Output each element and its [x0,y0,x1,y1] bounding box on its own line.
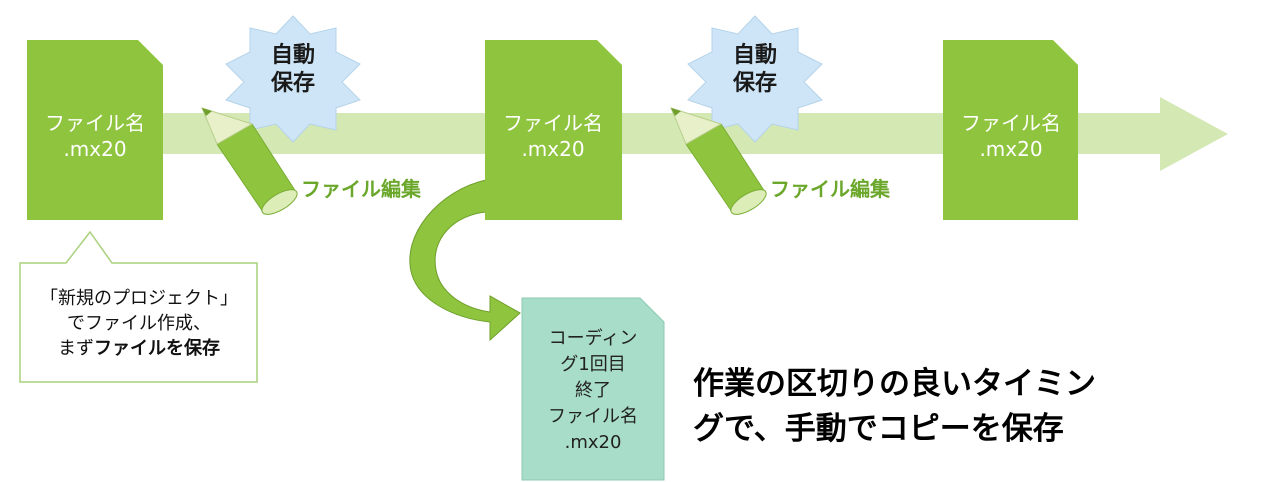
autosave-badge-2-line2: 保存 [732,70,777,96]
file-1-label: ファイル名 .mx20 [27,110,163,162]
autosave-starburst-icon-1 [225,15,361,143]
file-2-name: ファイル名 [503,111,603,135]
manual-save-note-line-1: 作業の区切りの良いタイミン [693,366,1096,402]
autosave-badge-2: 自動 保存 [695,42,815,97]
file-3-ext: .mx20 [979,137,1043,161]
edit-step-2-label: ファイル編集 [770,177,890,201]
callout-line-3-bold: ファイルを保存 [94,338,220,360]
autosave-badge-2-line1: 自動 [732,43,777,68]
file-3-label: ファイル名 .mx20 [943,110,1079,162]
pencil-icon-1 [201,107,298,215]
copy-file-line-2: グ1回目 [560,354,626,376]
callout-line-3: まずファイルを保存 [21,336,257,361]
file-2-ext: .mx20 [521,137,585,161]
pencil-icon-2 [670,107,767,215]
copy-file-icon [521,297,665,481]
copy-file-line-1: コーディン [548,328,638,349]
callout-line-3-prefix: まず [58,338,94,360]
file-1-ext: .mx20 [63,137,127,161]
copy-file-text: コーディン グ1回目 終了 ファイル名 .mx20 [528,326,658,456]
file-3-name: ファイル名 [961,111,1061,135]
autosave-badge-1-line1: 自動 [270,43,315,68]
copy-file-line-3: 終了 [575,380,611,402]
manual-save-note-line-2: グで、手動でコピーを保存 [693,410,1064,447]
callout-line-2: でファイル作成、 [67,313,211,335]
callout-line-1: 「新規のプロジェクト」 [40,288,238,309]
copy-file-line-4: ファイル名 [548,406,638,428]
callout-text: 「新規のプロジェクト」 でファイル作成、 まずファイルを保存 [21,286,257,362]
callout-box [19,230,258,383]
file-2-label: ファイル名 .mx20 [485,110,621,162]
file-1-name: ファイル名 [45,111,145,135]
manual-save-note: 作業の区切りの良いタイミン グで、手動でコピーを保存 [693,362,1096,452]
branch-arrow [409,179,521,342]
file-icon-2 [485,40,622,220]
autosave-badge-1-line2: 保存 [270,70,315,96]
copy-file-line-5: .mx20 [564,432,622,454]
autosave-starburst-icon-2 [687,15,823,143]
autosave-badge-1: 自動 保存 [233,42,353,97]
file-icon-1 [27,40,163,220]
file-icon-3 [943,40,1078,220]
edit-step-1-label: ファイル編集 [301,177,421,201]
